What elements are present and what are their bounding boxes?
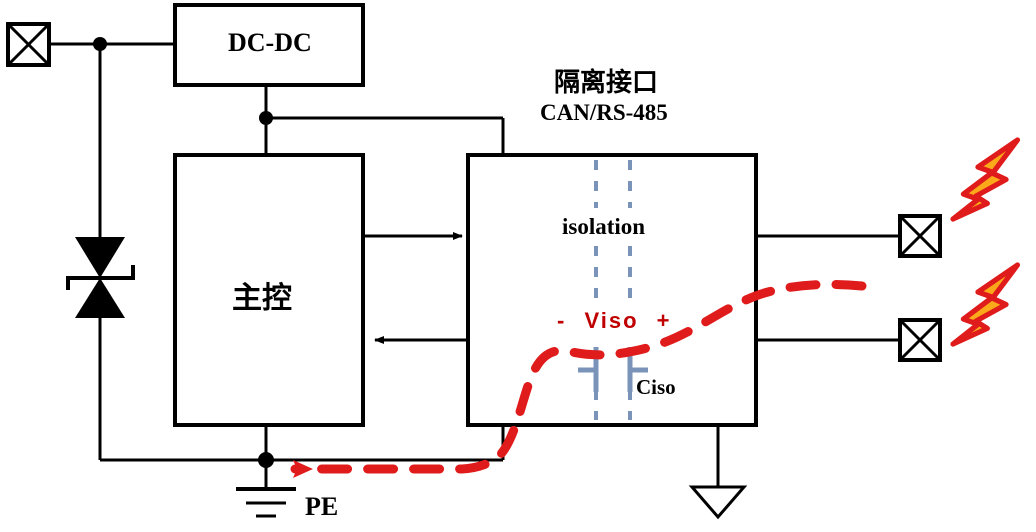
bus-terminal-lower[interactable]: [898, 318, 942, 362]
junction-dot-dcdc-output: [259, 111, 273, 125]
dcdc-block: [173, 3, 365, 87]
isolation-block: [466, 153, 758, 427]
dcdc-output-wiring: [264, 85, 505, 155]
bus-wiring-right: [756, 234, 900, 342]
isolated-ground-symbol: [688, 425, 748, 520]
lightning-bolt-lower: [950, 262, 1021, 347]
mcu-ground-wiring: [264, 425, 505, 462]
junction-dot-power: [93, 37, 107, 51]
bus-terminal-upper[interactable]: [898, 214, 942, 258]
lightning-bolt-upper: [950, 137, 1021, 222]
pe-earth-ground-symbol: [236, 460, 296, 518]
isolation-barrier-lines: [594, 160, 632, 420]
power-input-terminal[interactable]: [6, 22, 51, 67]
surge-current-return-path: [290, 279, 867, 478]
mcu-block: [173, 153, 365, 427]
tvs-bidirectional-diode: [66, 237, 135, 318]
